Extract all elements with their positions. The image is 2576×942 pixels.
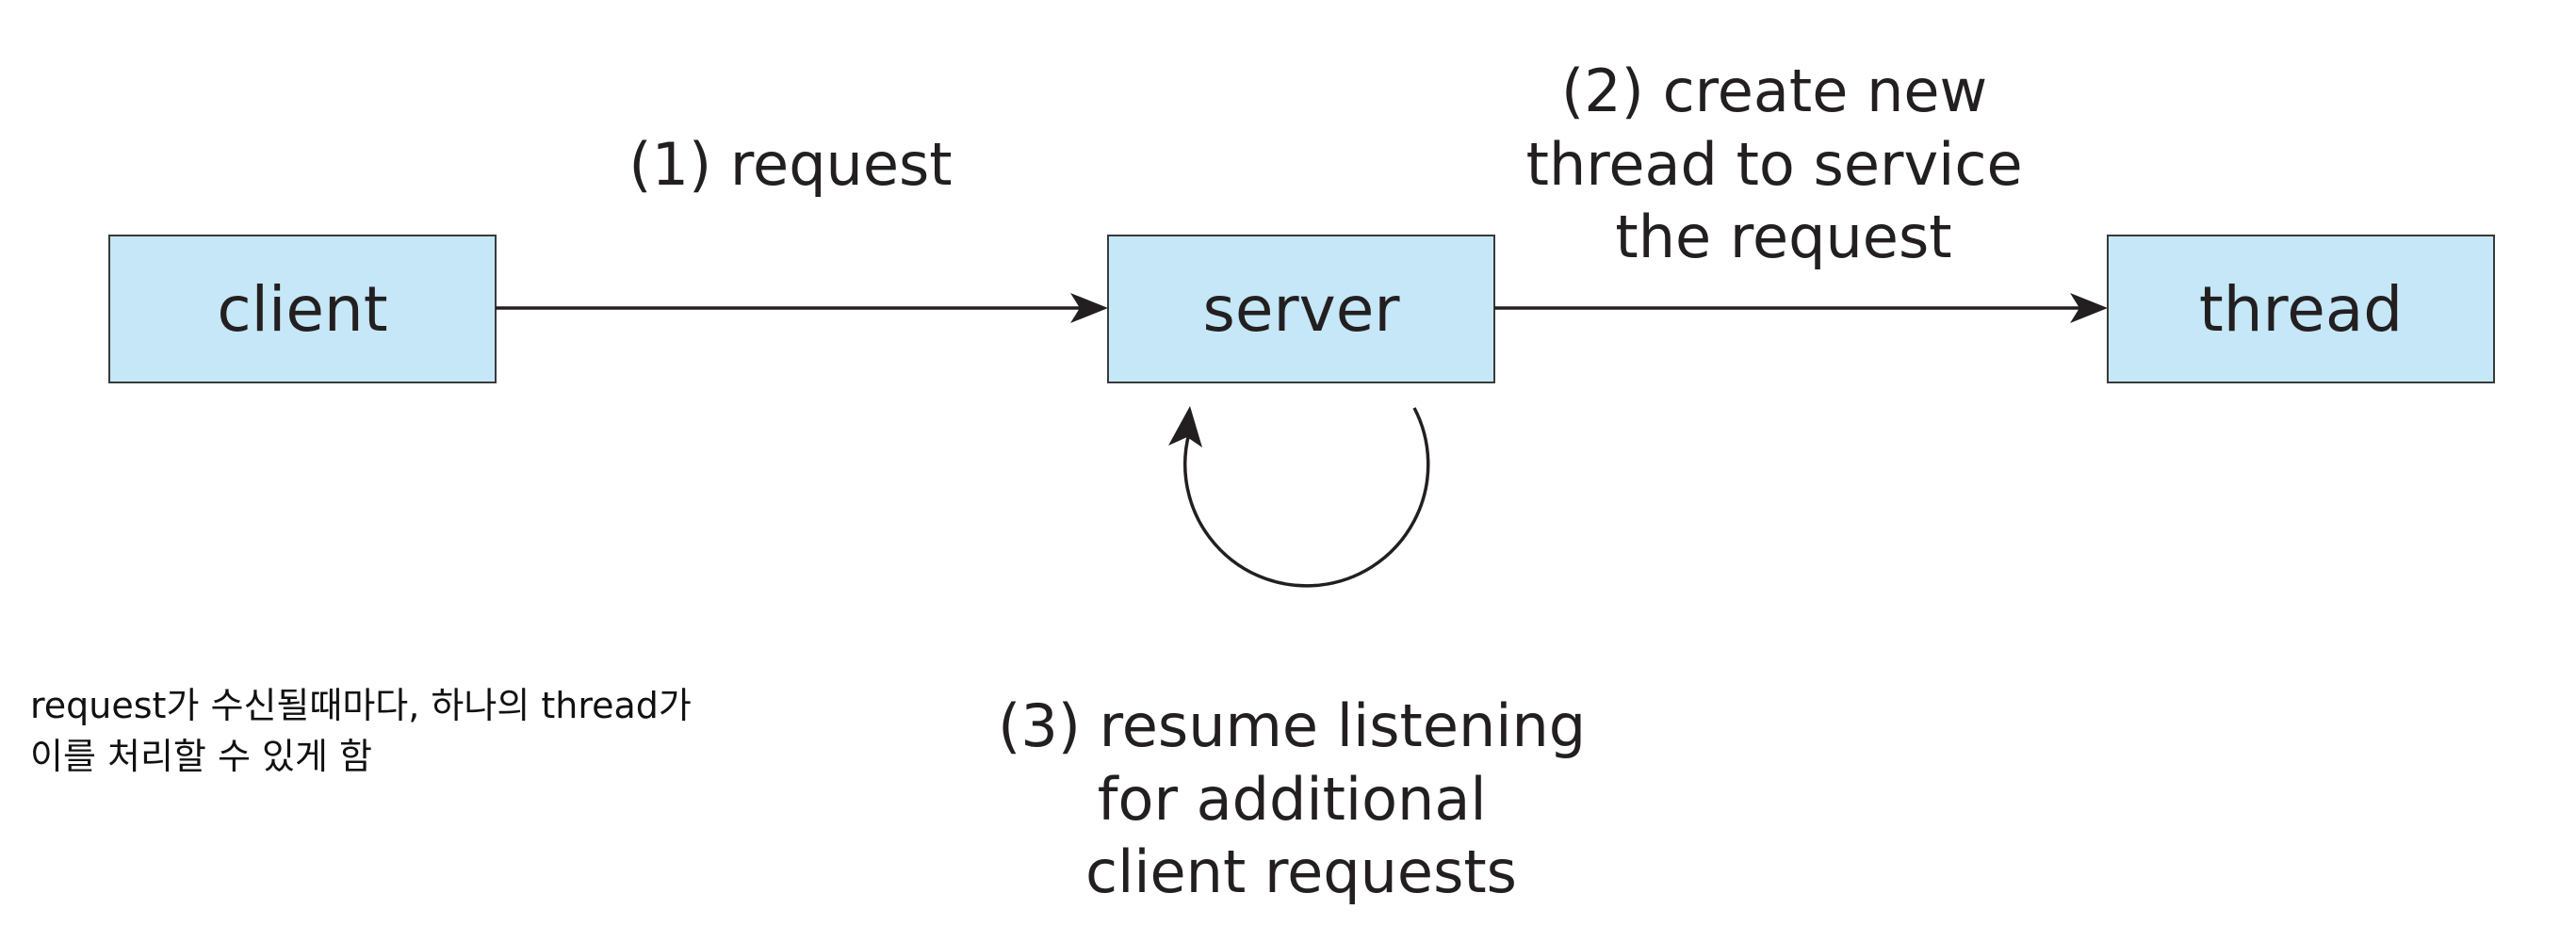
request-arrow bbox=[496, 293, 1108, 323]
server-label: server bbox=[1203, 273, 1401, 346]
request-label: (1) request bbox=[628, 130, 952, 199]
note-line-1: request가 수신될때마다, 하나의 thread가 bbox=[30, 685, 692, 726]
server-box: server bbox=[1107, 235, 1495, 383]
request-arrowhead bbox=[1070, 293, 1108, 323]
loop-arrowhead bbox=[1168, 406, 1202, 447]
client-box: client bbox=[108, 235, 497, 383]
client-label: client bbox=[217, 273, 387, 346]
thread-label: thread bbox=[2199, 273, 2403, 346]
thread-box: thread bbox=[2107, 235, 2495, 383]
create-thread-arrow bbox=[1494, 293, 2108, 323]
resume-listening-label: (3) resume listening for additional clie… bbox=[998, 691, 1605, 906]
create-thread-arrowhead bbox=[2070, 293, 2108, 323]
create-thread-label: (2) create new thread to service the req… bbox=[1526, 57, 2042, 271]
annotation-note: request가 수신될때마다, 하나의 thread가 이를 처리할 수 있게… bbox=[30, 680, 692, 782]
note-line-2: 이를 처리할 수 있게 함 bbox=[30, 736, 372, 777]
resume-listening-loop bbox=[1168, 406, 1430, 588]
